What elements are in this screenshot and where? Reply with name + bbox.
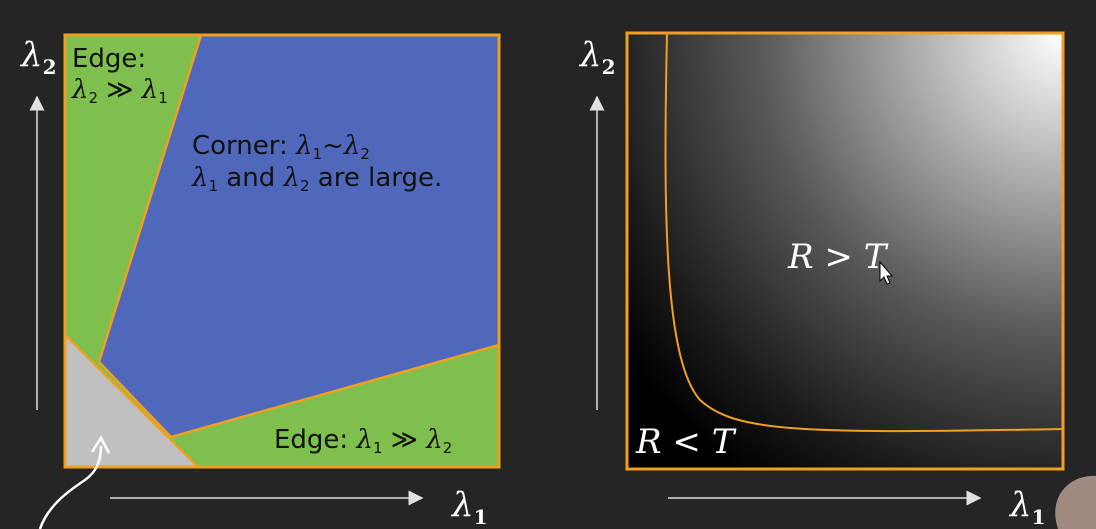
left-x-axis-label: λ1: [452, 485, 488, 529]
edge-bottom-label: Edge: λ1 ≫ λ2: [274, 425, 453, 457]
corner-label: Corner: λ1~λ2 λ1 and λ2 are large.: [192, 131, 442, 195]
r-greater-than-t-label: R > T: [788, 237, 887, 277]
edge-top-title: Edge:: [72, 44, 147, 74]
r-less-than-t-label: R < T: [636, 422, 735, 462]
left-y-axis-label: λ2: [21, 35, 57, 79]
right-y-axis-label: λ2: [580, 35, 616, 79]
presenter-silhouette: [1055, 475, 1096, 529]
corner-large-text: λ1 and λ2 are large.: [192, 163, 443, 195]
threshold-curve: [664, 33, 1063, 433]
right-x-axis-label: λ1: [1010, 485, 1046, 529]
curved-pointer-arrowhead: [90, 435, 111, 454]
left-panel-border: [63, 33, 501, 469]
edge-top-condition: λ2 ≫ λ1: [72, 75, 168, 108]
left-regions-panel: [63, 33, 501, 469]
corner-condition: Corner: λ1~λ2: [192, 131, 370, 163]
right-panel-border: [625, 31, 1065, 471]
edge-top-label: Edge: λ2 ≫ λ1: [72, 44, 168, 107]
mouse-cursor-icon: [879, 260, 894, 285]
curved-pointer-arrow: [38, 445, 103, 529]
right-response-panel: [625, 31, 1065, 471]
response-gradient: [627, 33, 1063, 469]
